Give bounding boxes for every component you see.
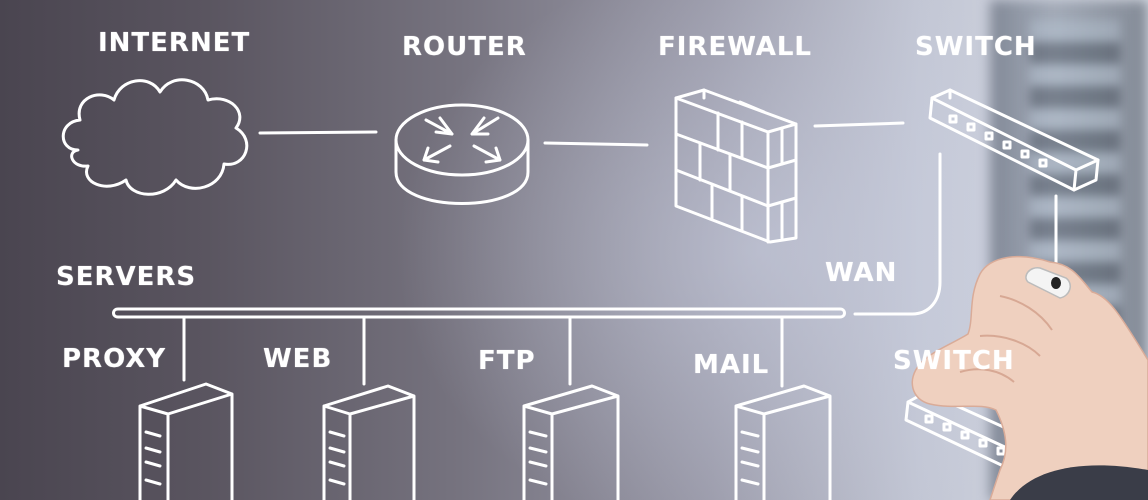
wan-link [853, 152, 942, 316]
sleeve [1010, 465, 1148, 500]
label-web: WEB [263, 344, 333, 374]
label-internet: INTERNET [98, 28, 251, 58]
label-switch-bottom: SWITCH [893, 346, 1015, 376]
label-servers: SERVERS [56, 262, 197, 292]
label-proxy: PROXY [62, 344, 167, 374]
link-firewall-switch [813, 121, 905, 128]
link-router-firewall [543, 141, 649, 147]
router-icon [394, 103, 530, 205]
hand [911, 255, 1148, 500]
label-switch-top: SWITCH [915, 32, 1037, 62]
internet-cloud-icon [61, 78, 249, 196]
proxy-server-icon [138, 382, 234, 500]
mail-server-icon [734, 384, 832, 500]
label-router: ROUTER [402, 32, 527, 62]
web-server-icon [322, 384, 416, 500]
switch-top-icon [928, 88, 1100, 192]
firewall-icon [674, 88, 798, 244]
marker-tip [1051, 277, 1061, 289]
ftp-server-icon [522, 384, 620, 500]
marker-pen [1025, 267, 1071, 299]
label-wan: WAN [825, 258, 898, 288]
label-firewall: FIREWALL [658, 32, 812, 62]
label-ftp: FTP [478, 346, 536, 376]
servers-bus [112, 307, 846, 319]
label-mail: MAIL [693, 350, 770, 380]
hand-with-marker [911, 255, 1148, 500]
link-internet-router [258, 130, 378, 135]
